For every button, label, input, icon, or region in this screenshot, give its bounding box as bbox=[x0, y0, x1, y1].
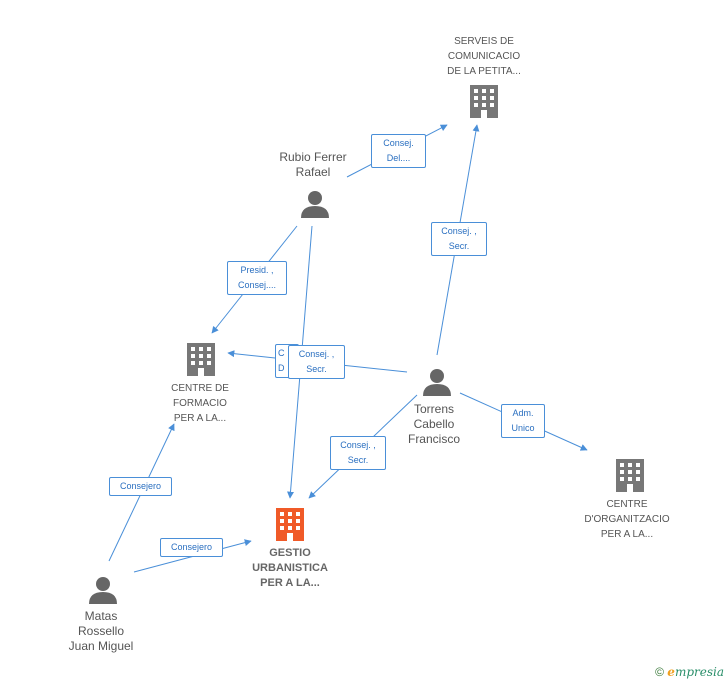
node-label-line: COMUNICACIO bbox=[447, 51, 521, 62]
node-label-line: D'ORGANITZACIO bbox=[584, 514, 670, 525]
edge-label-line: Consej. , bbox=[340, 440, 376, 450]
edge-label-line: Consej.... bbox=[237, 280, 277, 290]
edge-label-line: Presid. , bbox=[240, 265, 274, 275]
edge-label-line: Consejero bbox=[119, 481, 162, 491]
node-label-serveis[interactable]: SERVEIS DE COMUNICACIO DE LA PETITA... bbox=[431, 34, 537, 79]
edge-label-line: C bbox=[278, 348, 285, 358]
node-label-line: Rossello bbox=[77, 624, 125, 638]
edge-label-line: Secr. bbox=[347, 455, 369, 465]
node-label-centre-organitzacio[interactable]: CENTRE D'ORGANITZACIO PER A LA... bbox=[570, 497, 684, 542]
node-label-line: CENTRE DE bbox=[171, 383, 229, 394]
person-icon[interactable] bbox=[301, 191, 329, 218]
building-icon-highlight[interactable] bbox=[276, 508, 304, 541]
node-label-line: GESTIO bbox=[269, 547, 311, 559]
edge-label-torrens-organitzacio[interactable]: Adm. Unico bbox=[501, 404, 545, 438]
edge-label-line: Consejero bbox=[170, 542, 213, 552]
node-label-line: PER A LA... bbox=[600, 529, 654, 540]
node-label-line: SERVEIS DE bbox=[454, 36, 514, 47]
edge-label-line: Consej. , bbox=[298, 349, 335, 359]
edge-label-line: Unico bbox=[511, 423, 535, 433]
node-label-torrens[interactable]: Torrens Cabello Francisco bbox=[394, 402, 474, 447]
edge-label-line: Secr. bbox=[448, 241, 470, 251]
edge-label-rubio-serveis[interactable]: Consej. Del.... bbox=[371, 134, 426, 168]
building-icon[interactable] bbox=[470, 85, 498, 118]
node-label-line: CENTRE bbox=[606, 499, 648, 510]
brand-initial: e bbox=[667, 665, 675, 679]
node-label-line: FORMACIO bbox=[173, 398, 227, 409]
edge-label-matas-gestio[interactable]: Consejero bbox=[160, 538, 223, 557]
node-label-centre-formacio[interactable]: CENTRE DE FORMACIO PER A LA... bbox=[150, 381, 250, 426]
node-label-line: PER A LA... bbox=[173, 413, 227, 424]
copyright-icon: © bbox=[655, 665, 664, 679]
edge-label-torrens-gestio[interactable]: Consej. , Secr. bbox=[330, 436, 386, 470]
node-label-line: Torrens bbox=[413, 402, 454, 416]
edge-label-line: Adm. bbox=[512, 408, 534, 418]
edge-label-line: Secr. bbox=[306, 364, 327, 374]
node-label-line: DE LA PETITA... bbox=[447, 66, 521, 77]
building-icon[interactable] bbox=[187, 343, 215, 376]
person-icon[interactable] bbox=[423, 369, 451, 396]
copyright-notice: © empresia bbox=[655, 665, 724, 679]
node-label-line: PER A LA... bbox=[260, 577, 320, 589]
node-label-line: Cabello bbox=[413, 417, 455, 431]
edge-label-torrens-serveis[interactable]: Consej. , Secr. bbox=[431, 222, 487, 256]
node-label-line: Matas bbox=[84, 609, 118, 623]
node-label-gestio[interactable]: GESTIO URBANISTICA PER A LA... bbox=[240, 546, 340, 591]
person-icon[interactable] bbox=[89, 577, 117, 604]
node-label-rubio[interactable]: Rubio Ferrer Rafael bbox=[262, 150, 364, 180]
building-icon[interactable] bbox=[616, 459, 644, 492]
node-label-line: URBANISTICA bbox=[252, 562, 328, 574]
edge-label-torrens-formacio[interactable]: Consej. , Secr. bbox=[288, 345, 345, 379]
brand-name: mpresia bbox=[674, 665, 724, 679]
node-label-line: Rubio Ferrer bbox=[279, 150, 347, 164]
empresia-logo[interactable]: empresia bbox=[667, 665, 724, 679]
edge-label-line: D bbox=[278, 363, 285, 373]
node-label-line: Francisco bbox=[407, 432, 460, 446]
edge-label-line: Consej. bbox=[383, 138, 414, 148]
edge-label-line: Consej. , bbox=[441, 226, 477, 236]
edge-label-matas-formacio[interactable]: Consejero bbox=[109, 477, 172, 496]
node-label-matas[interactable]: Matas Rossello Juan Miguel bbox=[58, 609, 144, 654]
edge-label-rubio-formacio[interactable]: Presid. , Consej.... bbox=[227, 261, 287, 295]
node-label-line: Juan Miguel bbox=[68, 639, 134, 653]
edge-label-line: Del.... bbox=[386, 153, 411, 163]
node-label-line: Rafael bbox=[295, 165, 331, 179]
